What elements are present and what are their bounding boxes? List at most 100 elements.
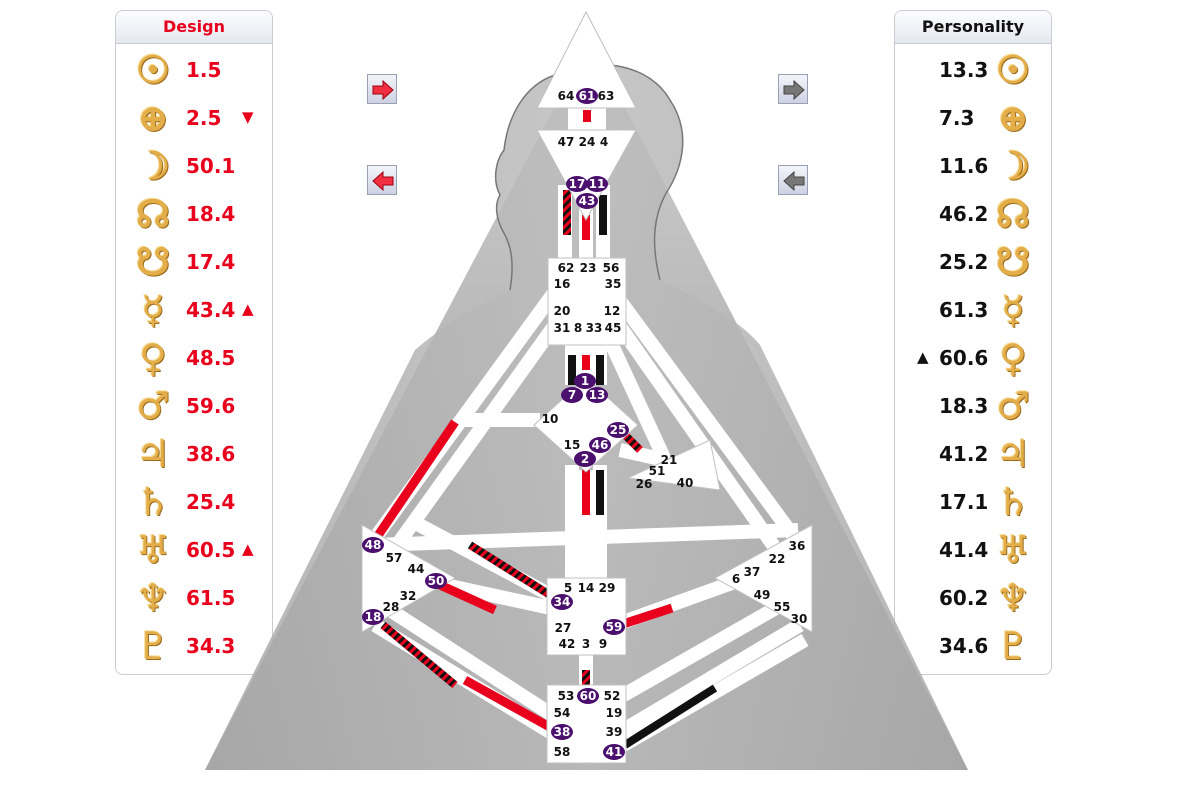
gate-label: 39 — [606, 725, 623, 739]
planet-row: ⊕7.3 — [895, 94, 1051, 142]
gate-label: 41 — [606, 745, 623, 759]
planet-row: ☊ 18.4 — [116, 190, 272, 238]
channels — [364, 108, 809, 757]
gate-label: 8 — [574, 321, 582, 335]
gate-line-value: 41.4 — [939, 538, 989, 562]
gate-line-value: 25.4 — [186, 490, 236, 514]
pluto-icon: ♇ — [995, 623, 1031, 668]
design-panel-title: Design — [116, 11, 272, 44]
planet-row: ⊕2.5▼ — [116, 94, 272, 142]
gate-badge — [551, 594, 573, 610]
neptune-icon: ♆ — [135, 575, 171, 620]
gate-line-value: 59.6 — [186, 394, 236, 418]
gate-line-value: 18.4 — [186, 202, 236, 226]
arrow-right-icon — [783, 80, 805, 100]
uranus-icon: ♅ — [995, 527, 1031, 572]
gate-label: 47 — [558, 135, 575, 149]
fixation-arrow: ▲ — [242, 300, 254, 318]
gate-label: 2 — [581, 452, 589, 466]
north-node-icon: ☊ — [136, 191, 170, 236]
planet-row: ♂18.3 — [895, 382, 1051, 430]
gate-label: 51 — [649, 464, 666, 478]
gate-badge — [574, 451, 596, 467]
gate-line-value: 38.6 — [186, 442, 236, 466]
gate-line-value: 1.5 — [186, 58, 222, 82]
gate-label: 60 — [580, 689, 597, 703]
gate-badge — [425, 573, 447, 589]
gate-line-value: 60.5 — [186, 538, 236, 562]
planet-row: ☉ 1.5 — [116, 46, 272, 94]
fixation-arrow: ▲ — [917, 348, 929, 366]
venus-icon: ♀ — [999, 335, 1027, 380]
personality-panel: Personality ☉13.3⊕7.3☽11.6☊46.2☋25.2☿61.… — [894, 10, 1052, 675]
gate-label: 9 — [599, 637, 607, 651]
planet-row: ♅60.5▲ — [116, 526, 272, 574]
gate-label: 5 — [564, 581, 572, 595]
gate-line-value: 41.2 — [939, 442, 989, 466]
design-next-button[interactable] — [367, 74, 397, 104]
sun-icon: ☉ — [135, 47, 171, 92]
gate-line-value: 60.2 — [939, 586, 989, 610]
gate-line-value: 61.5 — [186, 586, 236, 610]
planet-row: ☿43.4▲ — [116, 286, 272, 334]
jupiter-icon: ♃ — [135, 431, 171, 476]
gate-label: 46 — [592, 438, 609, 452]
gate-line-value: 48.5 — [186, 346, 236, 370]
gate-line-value: 61.3 — [939, 298, 989, 322]
gate-label: 34 — [554, 595, 571, 609]
planet-row: ☽11.6 — [895, 142, 1051, 190]
mars-icon: ♂ — [135, 383, 171, 428]
center-head — [536, 10, 637, 109]
gate-line-value: 60.6 — [939, 346, 989, 370]
gate-badge — [362, 609, 384, 625]
personality-prev-button[interactable] — [778, 165, 808, 195]
gate-label: 61 — [579, 89, 596, 103]
pluto-icon: ♇ — [135, 623, 171, 668]
center-heart — [626, 439, 721, 491]
arrow-left-icon — [372, 171, 394, 191]
personality-next-button[interactable] — [778, 74, 808, 104]
gate-label: 16 — [554, 277, 571, 291]
gate-label: 33 — [586, 321, 603, 335]
gate-label: 40 — [677, 476, 694, 490]
gate-label: 22 — [769, 552, 786, 566]
gate-badge — [576, 88, 598, 104]
gate-label: 24 — [579, 135, 596, 149]
gate-label: 43 — [579, 194, 596, 208]
planet-row: ☋17.4 — [116, 238, 272, 286]
active-channels — [371, 110, 718, 749]
background-triangle — [205, 40, 968, 770]
gate-label: 56 — [603, 261, 620, 275]
gate-label: 57 — [386, 551, 403, 565]
planet-row: ♇34.3 — [116, 622, 272, 670]
saturn-icon: ♄ — [995, 479, 1031, 524]
gate-line-value: 11.6 — [939, 154, 989, 178]
gate-line-value: 50.1 — [186, 154, 236, 178]
gate-label: 6 — [732, 572, 740, 586]
design-prev-button[interactable] — [367, 165, 397, 195]
gate-label: 62 — [558, 261, 575, 275]
center-ajna — [536, 129, 637, 222]
gate-label: 15 — [564, 438, 581, 452]
venus-icon: ♀ — [139, 335, 167, 380]
center-g — [533, 377, 639, 473]
gate-badge — [574, 373, 596, 389]
gate-line-value: 18.3 — [939, 394, 989, 418]
center-sacral — [546, 577, 627, 656]
gate-badge — [586, 176, 608, 192]
gate-label: 18 — [365, 610, 382, 624]
gate-badge — [586, 387, 608, 403]
arrow-left-icon — [783, 171, 805, 191]
gate-label: 64 — [558, 89, 575, 103]
gate-label: 17 — [569, 177, 586, 191]
planet-row: ☽50.1 — [116, 142, 272, 190]
sun-icon: ☉ — [995, 47, 1031, 92]
south-node-icon: ☋ — [136, 239, 170, 284]
body-silhouette — [205, 64, 968, 770]
gate-badge — [603, 619, 625, 635]
gate-label: 4 — [600, 135, 608, 149]
gate-badge — [589, 437, 611, 453]
personality-panel-title: Personality — [895, 11, 1051, 44]
planet-row: ♃41.2 — [895, 430, 1051, 478]
